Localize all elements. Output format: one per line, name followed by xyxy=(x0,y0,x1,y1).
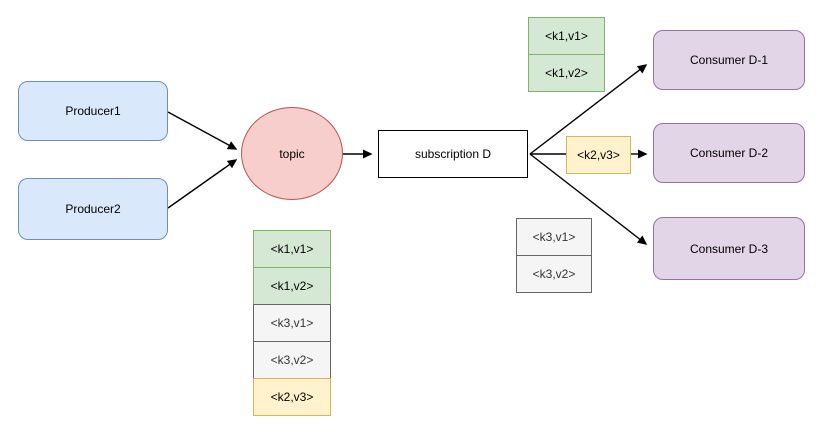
message-cell-k2v3: <k2,v3> xyxy=(566,136,631,174)
producer2-node: Producer2 xyxy=(18,178,168,240)
message-cell-label: <k3,v1> xyxy=(270,316,314,330)
arrow-producer2-to-topic xyxy=(167,159,238,209)
message-cell-label: <k1,v1> xyxy=(270,242,314,256)
message-cell-k1v2: <k1,v2> xyxy=(528,54,605,92)
consumer1-label: Consumer D-1 xyxy=(689,53,769,67)
consumer3-message-queue: <k3,v1> <k3,v2> xyxy=(516,218,592,293)
subscription-node: subscription D xyxy=(378,130,528,178)
message-cell-k1v1: <k1,v1> xyxy=(528,17,605,55)
message-cell-label: <k1,v2> xyxy=(545,66,588,80)
message-cell-label: <k3,v1> xyxy=(532,230,576,244)
topic-backlog-stack: <k1,v1> <k1,v2> <k3,v1> <k3,v2> <k2,v3> xyxy=(253,230,331,416)
message-cell-label: <k2,v3> xyxy=(577,148,620,162)
consumer3-label: Consumer D-3 xyxy=(689,241,769,256)
message-cell-label: <k2,v3> xyxy=(270,390,314,404)
consumer3-node: Consumer D-3 xyxy=(653,217,805,280)
producer2-label: Producer2 xyxy=(65,202,121,216)
arrow-producer1-to-topic xyxy=(167,111,238,150)
backlog-cell-k3v1: <k3,v1> xyxy=(253,304,331,342)
backlog-cell-k2v3: <k2,v3> xyxy=(253,378,331,416)
message-cell-label: <k1,v1> xyxy=(545,29,588,43)
backlog-cell-k1v2: <k1,v2> xyxy=(253,267,331,305)
topic-node: topic xyxy=(241,107,343,200)
consumer2-node: Consumer D-2 xyxy=(653,123,805,183)
consumer1-message-queue: <k1,v1> <k1,v2> xyxy=(528,17,605,92)
message-cell-k3v2: <k3,v2> xyxy=(516,255,592,293)
message-cell-label: <k3,v2> xyxy=(270,353,314,367)
arrow-subscription-to-consumer3 xyxy=(529,153,648,245)
message-cell-k3v1: <k3,v1> xyxy=(516,218,592,256)
producer1-node: Producer1 xyxy=(18,81,168,141)
message-cell-label: <k3,v2> xyxy=(532,267,576,281)
topic-label: topic xyxy=(279,146,305,161)
backlog-cell-k1v1: <k1,v1> xyxy=(253,230,331,268)
message-cell-label: <k1,v2> xyxy=(270,279,314,293)
arrow-subscription-to-consumer1 xyxy=(529,64,648,155)
consumer2-label: Consumer D-2 xyxy=(689,146,769,160)
producer1-label: Producer1 xyxy=(65,104,121,118)
subscription-label: subscription D xyxy=(414,147,492,161)
backlog-cell-k3v2: <k3,v2> xyxy=(253,341,331,379)
consumer2-message-queue: <k2,v3> xyxy=(566,136,631,174)
consumer1-node: Consumer D-1 xyxy=(653,30,805,90)
